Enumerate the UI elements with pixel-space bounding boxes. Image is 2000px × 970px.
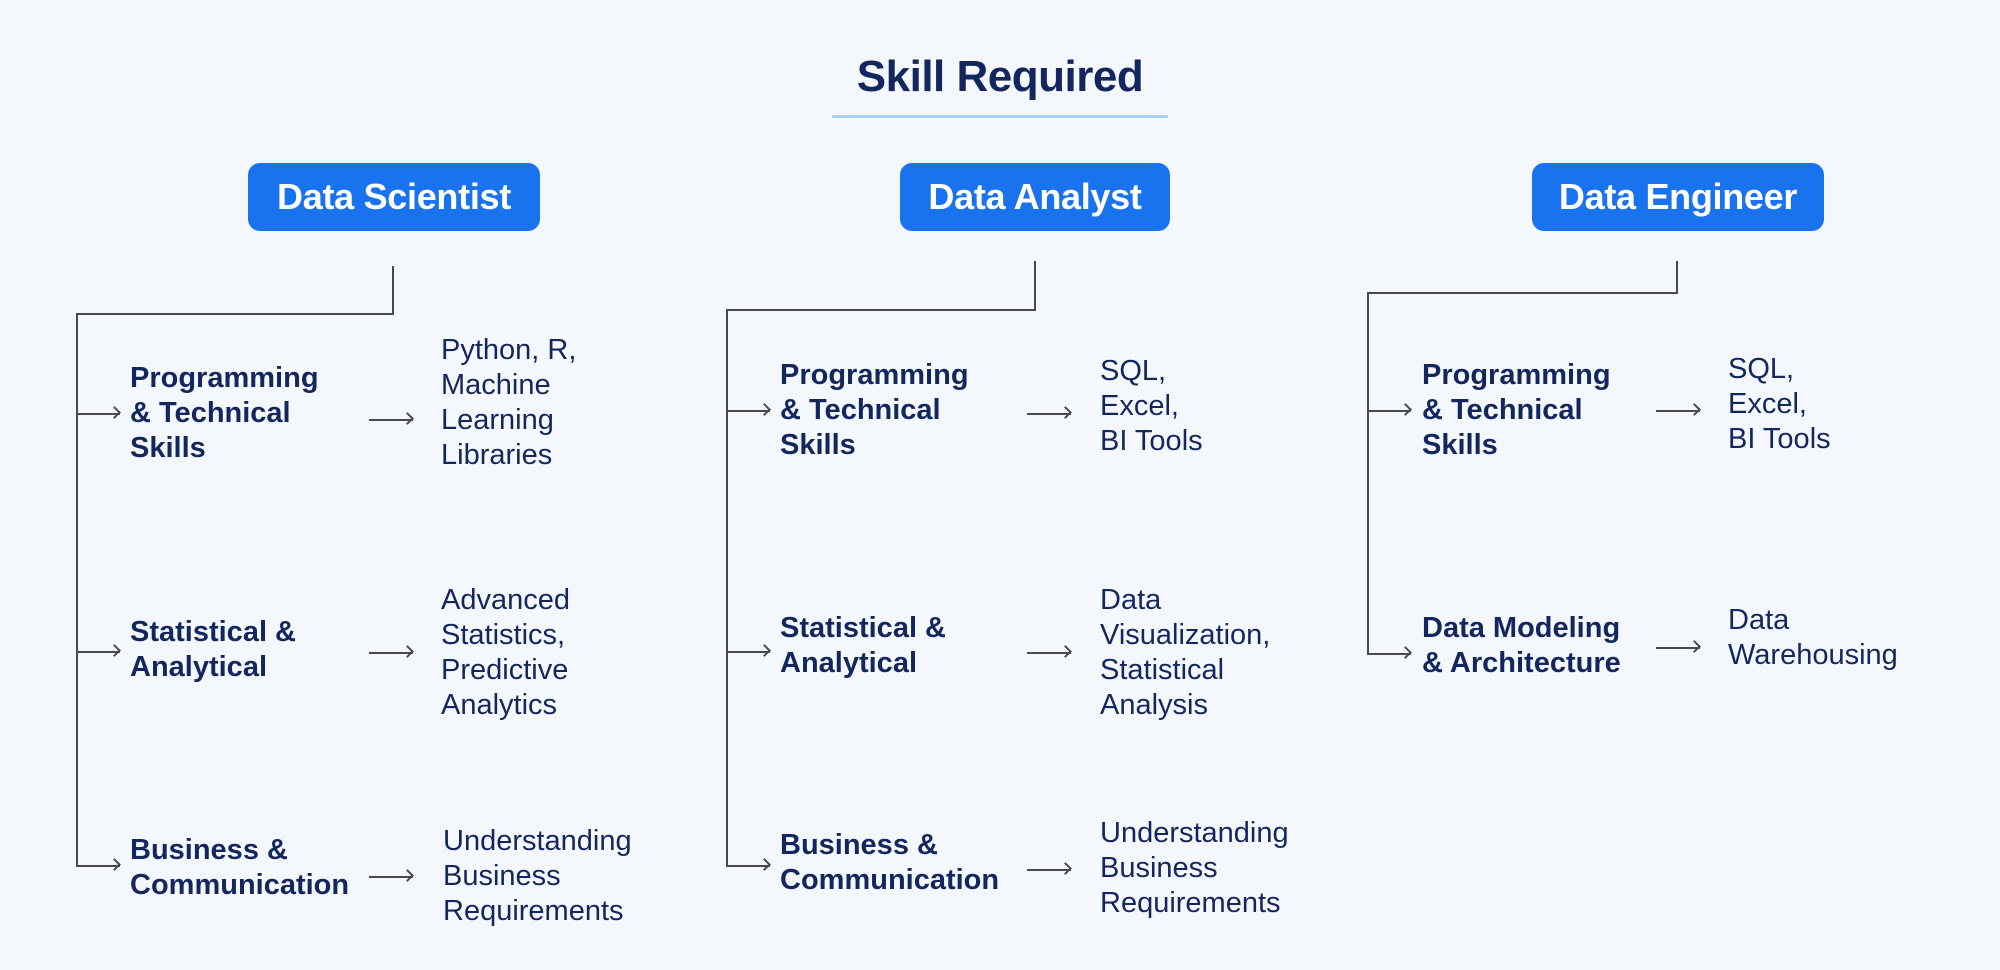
skill-list: SQL, Excel, BI Tools <box>1100 355 1203 457</box>
arrow-icon <box>1367 410 1411 412</box>
category-label: Statistical & Analytical <box>780 612 946 679</box>
connector-stem <box>392 266 394 315</box>
connector-trunk <box>726 309 728 867</box>
skill-list: Python, R, Machine Learning Libraries <box>441 334 577 471</box>
arrow-icon <box>1027 869 1071 871</box>
category-label: Programming & Technical Skills <box>1422 359 1611 461</box>
skill-list: Understanding Business Requirements <box>443 825 632 927</box>
arrow-icon <box>726 651 770 653</box>
arrow-icon <box>1027 413 1071 415</box>
arrow-icon <box>726 410 770 412</box>
category-label: Programming & Technical Skills <box>780 359 969 461</box>
category-label: Programming & Technical Skills <box>130 362 319 464</box>
connector-trunk <box>1367 292 1369 655</box>
arrow-icon <box>369 652 413 654</box>
skill-list: Data Visualization, Statistical Analysis <box>1100 584 1271 721</box>
connector-horizontal <box>1367 292 1678 294</box>
skill-list: Advanced Statistics, Predictive Analytic… <box>441 584 570 721</box>
category-label: Data Modeling & Architecture <box>1422 612 1621 679</box>
connector-stem <box>1034 261 1036 311</box>
title-underline <box>832 115 1168 118</box>
page-title: Skill Required <box>856 52 1144 101</box>
arrow-icon <box>1656 647 1700 649</box>
connector-stem <box>1676 261 1678 294</box>
skill-list: SQL, Excel, BI Tools <box>1728 353 1831 455</box>
skill-list: Understanding Business Requirements <box>1100 817 1289 919</box>
arrow-icon <box>76 651 120 653</box>
arrow-icon <box>726 865 770 867</box>
arrow-icon <box>1367 653 1411 655</box>
connector-horizontal <box>726 309 1036 311</box>
connector-horizontal <box>76 313 394 315</box>
category-label: Business & Communication <box>780 829 1000 896</box>
category-label: Business & Communication <box>130 834 350 901</box>
role-pill-data-analyst: Data Analyst <box>900 163 1170 231</box>
role-pill-data-scientist: Data Scientist <box>248 163 540 231</box>
connector-trunk <box>76 313 78 867</box>
arrow-icon <box>1027 652 1071 654</box>
arrow-icon <box>1656 410 1700 412</box>
skill-list: Data Warehousing <box>1728 604 1898 671</box>
arrow-icon <box>369 876 413 878</box>
role-pill-data-engineer: Data Engineer <box>1532 163 1824 231</box>
category-label: Statistical & Analytical <box>130 616 296 683</box>
arrow-icon <box>76 865 120 867</box>
arrow-icon <box>76 413 120 415</box>
arrow-icon <box>369 419 413 421</box>
